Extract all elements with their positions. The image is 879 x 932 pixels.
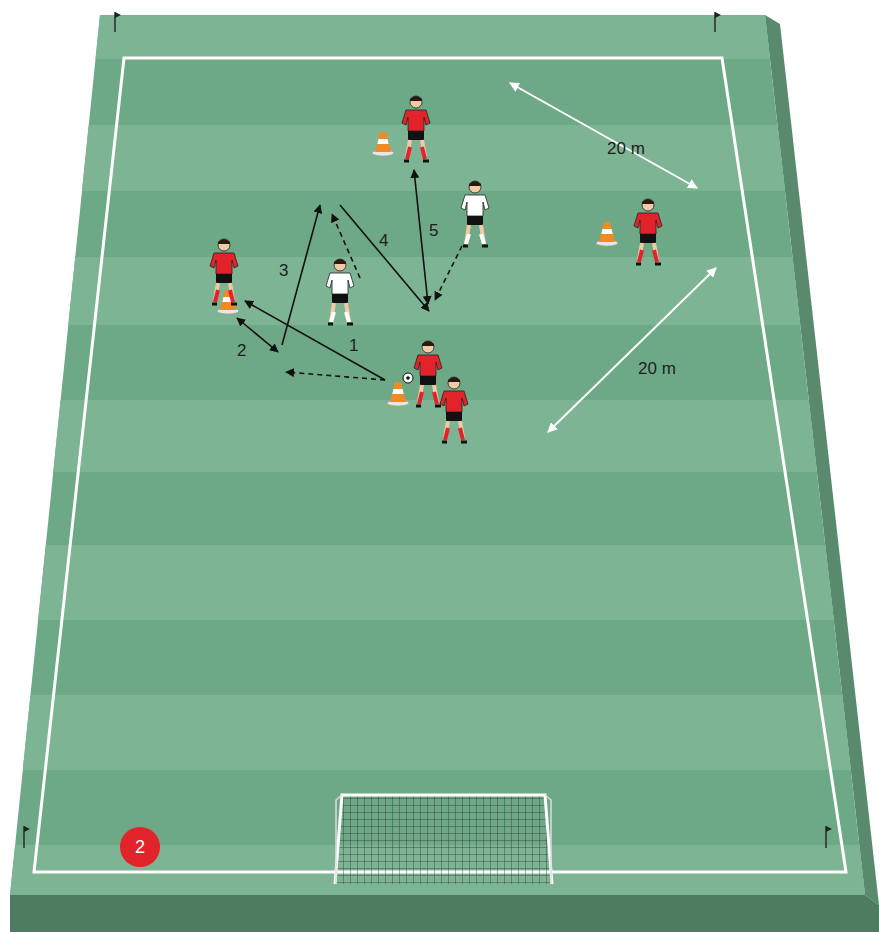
callout-number: 5 <box>429 222 438 239</box>
callout-number: 3 <box>279 262 288 279</box>
distance-label: 20 m <box>638 360 676 377</box>
callout-number: 2 <box>237 342 246 359</box>
callout-number: 4 <box>379 232 388 249</box>
distance-label: 20 m <box>607 140 645 157</box>
exercise-number-circle: 2 <box>120 827 160 867</box>
exercise-number: 2 <box>135 837 145 858</box>
callout-number: 1 <box>349 337 358 354</box>
